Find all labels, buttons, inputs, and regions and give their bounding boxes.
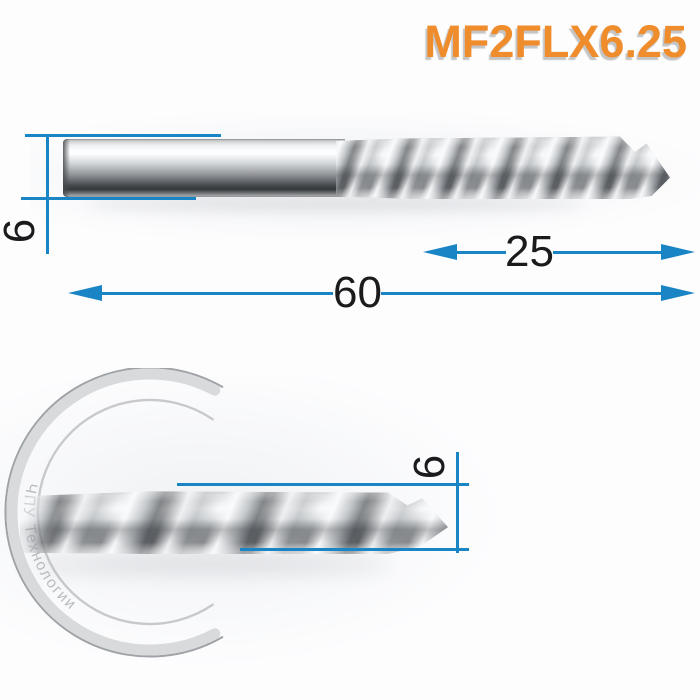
product-title: MF2FLX6.25 — [424, 16, 687, 67]
dim-arrow-right-icon — [661, 285, 695, 301]
overall-length-label: 60 — [333, 268, 382, 317]
flute-length-line-left — [456, 251, 506, 254]
end-mill-shank — [63, 139, 345, 197]
watermark-band-arc — [6, 368, 221, 656]
detail-diameter-dimension-line — [456, 452, 459, 553]
end-mill-flutes — [336, 136, 670, 199]
diameter-extension-line-bottom — [21, 197, 196, 200]
dim-arrow-left-icon — [68, 285, 102, 301]
overall-length-line-right — [381, 292, 661, 295]
detail-extension-line-bottom — [240, 548, 469, 551]
end-mill-shadow — [85, 199, 585, 209]
dim-arrow-right-icon — [661, 244, 695, 260]
detail-shadow — [30, 557, 390, 572]
cutting-diameter-label: 6 — [405, 454, 454, 480]
watermark-outer-rim-arc — [4, 368, 224, 658]
flute-length-line-right — [553, 251, 661, 254]
diameter-dimension-line — [46, 134, 49, 254]
diameter-extension-line-top — [25, 134, 221, 137]
detail-end-mill-flutes — [20, 491, 448, 554]
dim-arrow-left-icon — [423, 244, 457, 260]
shank-diameter-label: 6 — [0, 209, 44, 253]
detail-extension-line-top — [177, 483, 469, 486]
overall-length-line-left — [101, 292, 333, 295]
flute-length-label: 25 — [505, 227, 554, 276]
